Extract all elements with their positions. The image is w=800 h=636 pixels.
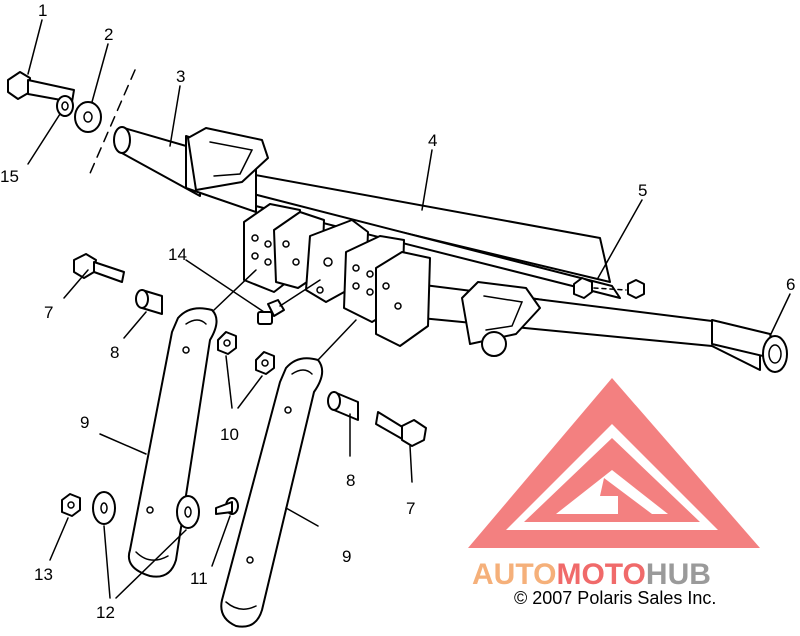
logo-word-hub: HUB	[646, 558, 711, 591]
logo-word-auto: AUTO	[472, 558, 556, 591]
bushing-part-8-right	[327, 391, 359, 421]
bolt-part-7-left	[73, 253, 125, 283]
nut-part-10-a	[217, 331, 237, 355]
copyright-notice: © 2007 Polaris Sales Inc.	[514, 588, 717, 608]
grease-fitting-part-14	[257, 299, 285, 325]
mount-loop-left	[187, 127, 269, 191]
cross-shaft-part-6	[399, 281, 788, 373]
callout-1: 1	[38, 1, 47, 20]
washer-part-12-b	[176, 495, 200, 529]
nut-part-10-b	[255, 351, 275, 375]
callout-13: 13	[34, 565, 53, 584]
callout-11: 11	[190, 569, 208, 588]
callout-6: 6	[786, 275, 795, 294]
callout-7-left: 7	[44, 303, 53, 322]
callout-10: 10	[220, 425, 239, 444]
callout-2: 2	[104, 25, 113, 44]
callout-5: 5	[638, 181, 647, 200]
nut-part-5	[573, 277, 645, 299]
torque-arm-part-9-left	[128, 307, 218, 578]
automotohub-logo	[468, 378, 760, 548]
callout-12: 12	[96, 603, 115, 622]
callout-9-left: 9	[80, 413, 89, 432]
callout-15: 15	[0, 167, 19, 186]
callout-14: 14	[168, 245, 187, 264]
callout-8-left: 8	[110, 343, 119, 362]
callout-numbers: 1 2 3 4 5 6 7 7 8 8 9 9 10 11 12 13 14 1…	[0, 1, 795, 622]
callout-3: 3	[176, 67, 185, 86]
bushing-part-8-left	[135, 289, 163, 315]
callout-9-right: 9	[342, 547, 351, 566]
torque-arm-part-9-right	[220, 357, 324, 628]
svg-text:AUTOMOTOHUB: AUTOMOTOHUB	[472, 558, 711, 591]
nut-part-13	[61, 493, 81, 517]
callout-8-right: 8	[346, 471, 355, 490]
logo-word-moto: MOTO	[556, 558, 645, 591]
leader-lines	[27, 19, 791, 599]
mount-loop-right	[461, 281, 541, 357]
bolt-part-7-right	[375, 411, 427, 447]
pin-part-11	[215, 497, 239, 515]
callout-7-right: 7	[406, 499, 415, 518]
bracket-plate-right-b	[375, 251, 431, 347]
washer-part-12-a	[92, 491, 116, 525]
callout-4: 4	[428, 131, 437, 150]
